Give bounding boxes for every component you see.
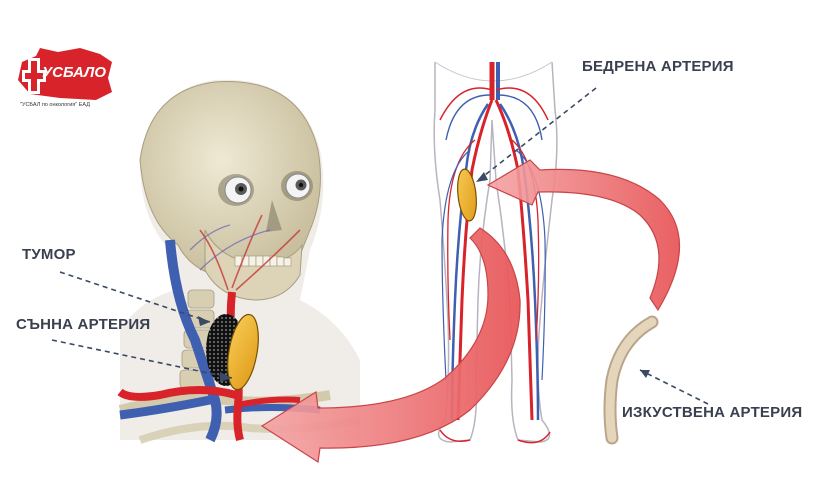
carotid-pointer-line bbox=[51, 339, 233, 379]
cross-map-icon bbox=[18, 48, 112, 100]
transfer-arrow-femoral-to-carotid bbox=[260, 227, 521, 464]
artificial-pointer-line bbox=[639, 369, 709, 405]
logo-name: УСБАЛО bbox=[42, 64, 107, 81]
label-artificial-artery: ИЗКУСТВЕНА АРТЕРИЯ bbox=[622, 404, 803, 421]
label-carotid-artery: СЪННА АРТЕРИЯ bbox=[16, 316, 151, 333]
logo-subtitle: "УСБАЛ по онкология" ЕАД bbox=[20, 102, 91, 108]
head-skeleton-illustration bbox=[117, 79, 361, 444]
label-tumor: ТУМОР bbox=[22, 246, 76, 263]
label-femoral-artery: БЕДРЕНА АРТЕРИЯ bbox=[582, 58, 734, 75]
femoral-pointer-line bbox=[475, 87, 597, 183]
transfer-arrow-graft-to-femoral bbox=[486, 159, 681, 312]
legs-vascular-illustration bbox=[433, 61, 558, 444]
